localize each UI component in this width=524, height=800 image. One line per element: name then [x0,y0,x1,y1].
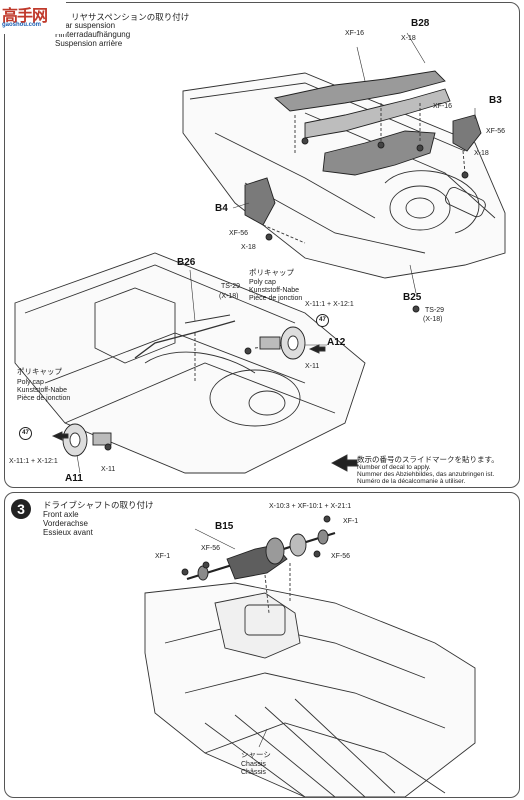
paint-x11-lower: X-11 [101,466,116,473]
chassis-label-fr: Châssis [241,769,266,776]
paint-x18-right: X-18 [474,150,489,157]
part-label-b28: B28 [411,18,430,29]
paint-ts29-right-sub: (X-18) [423,316,443,323]
part-label-a12: A12 [327,337,346,348]
decal-note-de: Nummer des Abziehbildes, das anzubringen… [357,471,495,478]
paint-xf56-left-front: XF-56 [201,545,221,552]
decal-note-fr: Numéro de la décalcomanie à utiliser. [357,478,466,485]
polycap2-label-en: Poly cap [17,379,44,386]
step-number: 3 [11,499,31,519]
front-title-en: Front axle [43,510,79,519]
paint-ts29-left: TS-29 [221,283,241,290]
paint-mix-front: X-10:3 + XF-10:1 + X-21:1 [269,503,352,510]
paint-x18-left: X-18 [241,244,256,251]
paint-xf1-right: XF-1 [343,518,359,525]
paint-mix-lower: X-11:1 + X-12:1 [9,458,58,465]
watermark-mark: 高手网 [2,8,48,25]
paint-x11-upper: X-11 [305,363,320,370]
rear-suspension-panel: リヤサスペンションの取り付け Rear suspension Hinterrad… [4,2,520,488]
paint-xf16-top: XF-16 [345,30,365,37]
paint-ts29-left-sub: (X-18) [219,293,239,300]
paint-xf16-right: XF-16 [433,103,453,110]
polycap-label-fr: Pièce de jonction [249,295,303,302]
rear-title-de: Hinterradaufhängung [55,30,131,39]
front-axle-panel: 3 ドライブシャフトの取り付け Front axle Vorderachse E… [4,492,520,798]
rear-title-en: Rear suspension [55,21,116,30]
polycap2-label-jp: ポリキャップ [17,367,62,376]
polycap-label-de: Kunststoff-Nabe [249,287,300,294]
paint-ts29-right: TS-29 [425,307,445,314]
paint-xf56-right-front: XF-56 [331,553,351,560]
part-label-b4: B4 [215,203,228,214]
part-label-a11: A11 [65,473,83,484]
front-title-fr: Essieux avant [43,528,93,537]
paint-x18-top: X-18 [401,35,416,42]
watermark-site: gaoshou.com [2,22,42,28]
part-label-b15: B15 [215,521,234,532]
part-label-b3: B3 [489,95,502,106]
chassis-label-en: Chassis [241,761,266,768]
polycap2-label-de: Kunststoff-Nabe [17,387,68,394]
polycap-label-jp: ポリキャップ [249,268,294,277]
watermark-logo: 高手网 gaoshou.com [0,0,66,34]
front-title-de: Vorderachse [43,519,88,528]
polycap-label-en: Poly cap [249,279,276,286]
part-label-b26: B26 [177,257,196,268]
rear-title-fr: Suspension arrière [55,39,123,48]
rear-title-jp: リヤサスペンションの取り付け [71,12,190,22]
paint-mix-upper: X-11:1 + X-12:1 [305,301,354,308]
paint-xf56-left: XF-56 [229,230,249,237]
polycap2-label-fr: Pièce de jonction [17,395,71,402]
front-title-jp: ドライブシャフトの取り付け [43,500,154,510]
decal-number-badge-lower: 47 [19,427,32,440]
paint-xf56-right: XF-56 [486,128,506,135]
decal-note-jp: 数示の番号のスライドマークを貼ります。 [357,455,499,464]
paint-xf1-left: XF-1 [155,553,171,560]
decal-number-badge-upper: 47 [316,314,329,327]
chassis-label-jp: シャーシ [241,750,271,759]
front-axle-illustration [144,515,476,797]
decal-note-en: Number of decal to apply. [357,464,431,471]
rear-suspension-illustration [14,32,506,474]
part-label-b25: B25 [403,292,422,303]
